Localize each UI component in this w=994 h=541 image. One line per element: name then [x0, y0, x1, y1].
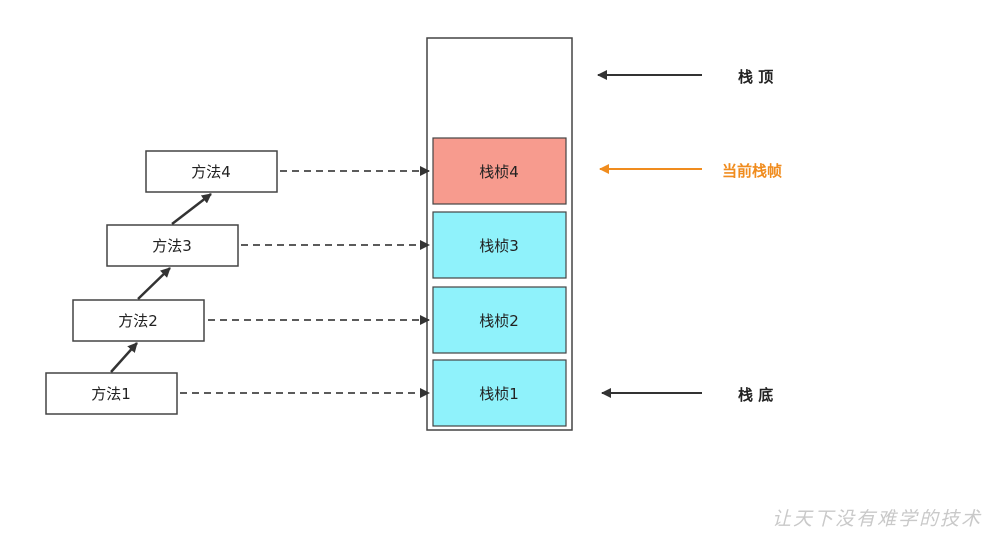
- method-1-box: [45, 372, 178, 415]
- method-2-label: 方法2: [118, 312, 158, 330]
- current-frame-label: 当前栈帧: [722, 162, 782, 180]
- method-2: 方法2: [72, 299, 205, 342]
- call-arrow-2-to-3: [137, 267, 171, 300]
- stack-frame-4: 栈桢4: [432, 137, 567, 205]
- stack-frame-4-label: 栈桢4: [479, 163, 519, 181]
- method-4-box: [145, 150, 278, 193]
- method-1-label: 方法1: [91, 385, 131, 403]
- stack-frame-2-box: [432, 286, 567, 354]
- method-3: 方法3: [106, 224, 239, 267]
- method-3-box: [106, 224, 239, 267]
- stack-frame-3-box: [432, 211, 567, 279]
- stack-bottom-label: 栈 底: [738, 386, 773, 404]
- stack-frame-3: 栈桢3: [432, 211, 567, 279]
- method-2-box: [72, 299, 205, 342]
- stack-frame-2-label: 栈桢2: [479, 312, 519, 330]
- method-3-label: 方法3: [152, 237, 192, 255]
- call-arrow-1-to-2: [110, 342, 138, 373]
- stack-frame-3-label: 栈桢3: [479, 237, 519, 255]
- stack-frame-4-box: [432, 137, 567, 205]
- method-4-label: 方法4: [191, 163, 231, 181]
- method-4: 方法4: [145, 150, 278, 193]
- stack-frame-1-box: [432, 359, 567, 427]
- stack-frame-2: 栈桢2: [432, 286, 567, 354]
- stack-top-label: 栈 顶: [738, 68, 773, 86]
- stack-frame-1-label: 栈桢1: [479, 385, 519, 403]
- call-arrow-3-to-4: [171, 193, 212, 225]
- stack-frame-1: 栈桢1: [432, 359, 567, 427]
- watermark-text: 让天下没有难学的技术: [772, 508, 982, 530]
- method-1: 方法1: [45, 372, 178, 415]
